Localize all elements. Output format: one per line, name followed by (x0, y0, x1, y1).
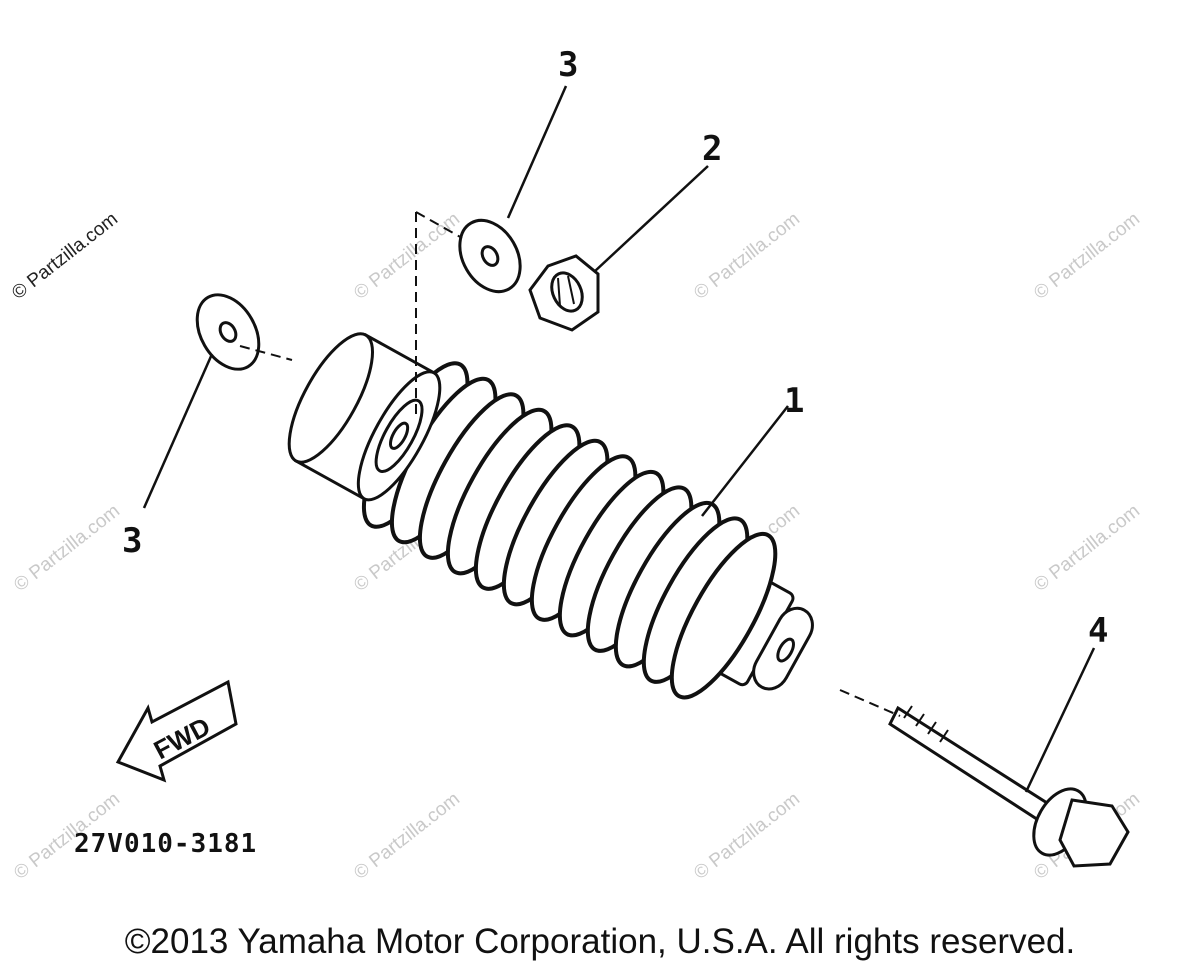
washer-upper (458, 218, 522, 294)
copyright-notice: ©2013 Yamaha Motor Corporation, U.S.A. A… (124, 922, 1076, 961)
watermark: © Partzilla.com (1030, 209, 1144, 304)
bolt (888, 705, 1130, 868)
watermark: © Partzilla.com (350, 789, 464, 884)
washer-left (195, 293, 261, 371)
watermark: © Partzilla.com (1030, 501, 1144, 596)
callout-4: 4 (1088, 611, 1108, 651)
watermark: © Partzilla.com (690, 789, 804, 884)
fwd-arrow-icon: FWD (115, 679, 238, 783)
callout-3-left: 3 (122, 521, 142, 561)
watermark: © Partzilla.com (10, 501, 124, 596)
assembly-lines (239, 211, 901, 717)
callout-1: 1 (784, 381, 804, 421)
watermark-corner: © Partzilla.com (8, 209, 122, 304)
callout-3-upper: 3 (558, 45, 578, 85)
leader-lines (142, 85, 1096, 793)
callouts: 3 2 1 3 4 (122, 45, 1108, 651)
shock-absorber (287, 332, 814, 700)
watermark: © Partzilla.com (350, 209, 464, 304)
callout-2: 2 (702, 129, 722, 169)
nut (528, 254, 600, 332)
watermark: © Partzilla.com (690, 209, 804, 304)
drawing-id: 27V010-3181 (74, 829, 257, 859)
